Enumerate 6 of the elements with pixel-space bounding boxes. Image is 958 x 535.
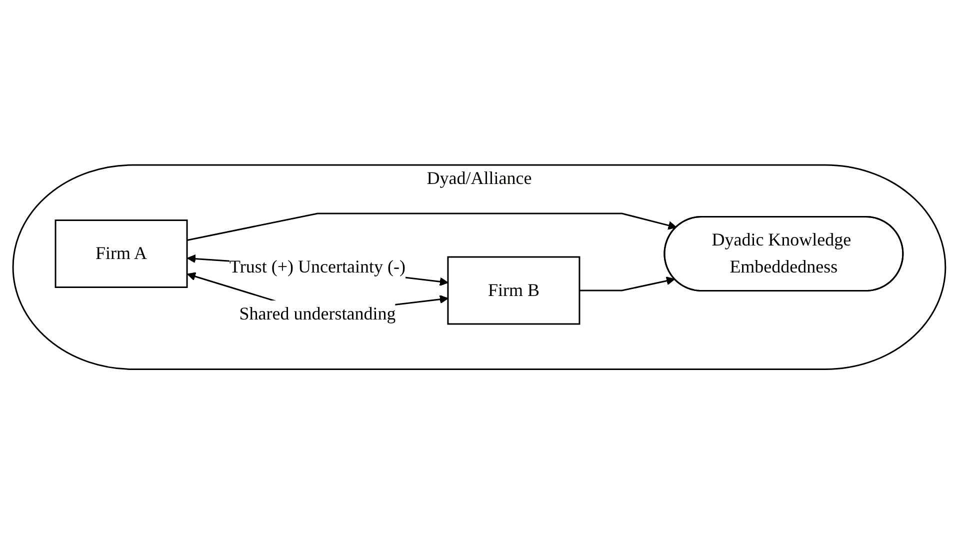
edge-label: Shared understanding [239,304,396,324]
arrow [579,276,675,292]
node-box: Firm B [447,256,580,326]
arrow [186,213,677,242]
edge-label: Trust (+) Uncertainty (-) [229,256,406,277]
node-box: Firm A [54,220,188,288]
